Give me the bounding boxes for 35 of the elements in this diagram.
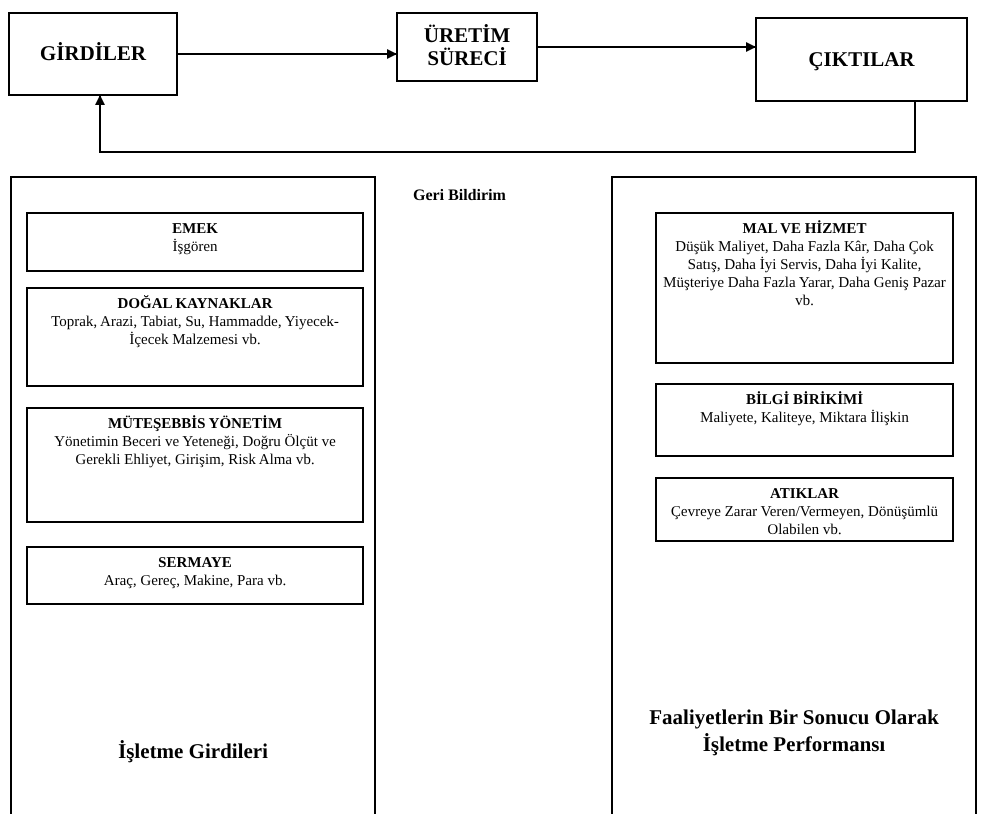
category-box — [26, 287, 364, 387]
category-description: Toprak, Arazi, Tabiat, Su, Hammadde, Yiyecek-İçecek Malzemesi vb. — [50, 313, 340, 349]
category-heading: DOĞAL KAYNAKLAR — [116, 295, 274, 313]
category-description: İşgören — [172, 238, 218, 256]
arrow — [538, 42, 756, 52]
category-heading: EMEK — [171, 220, 219, 238]
process-box — [755, 17, 968, 102]
category-description: Araç, Gereç, Makine, Para vb. — [102, 572, 288, 590]
category-description: Düşük Maliyet, Daha Fazla Kâr, Daha Çok Satış, Daha İyi Servis, Daha İyi Kalite, Müşteriye Daha Fazla Yarar, Daha Geniş Pazar vb. — [663, 238, 946, 310]
category-box — [26, 212, 364, 272]
category-box — [26, 407, 364, 523]
process-box — [396, 12, 538, 82]
category-heading: BİLGİ BİRİKİMİ — [744, 391, 864, 409]
category-heading: MAL VE HİZMET — [742, 220, 868, 238]
category-description: Yönetimin Beceri ve Yeteneği, Doğru Ölçüt ve Gerekli Ehliyet, Girişim, Risk Alma vb. — [53, 433, 337, 469]
box-label: GİRDİLER — [40, 42, 146, 66]
panel-title: Faaliyetlerin Bir Sonucu Olarak İşletme Performansı — [648, 704, 940, 758]
category-heading: SERMAYE — [157, 554, 233, 572]
feedback-label: Geri Bildirim — [413, 187, 506, 205]
feedback-arrow — [95, 95, 916, 153]
arrow — [178, 49, 397, 59]
group-panel — [10, 176, 376, 814]
category-heading: ATIKLAR — [769, 485, 840, 503]
panel-title: İşletme Girdileri — [117, 738, 269, 765]
box-label: ÜRETİM SÜRECİ — [422, 24, 512, 70]
category-box — [26, 546, 364, 605]
category-box — [655, 212, 954, 364]
category-heading: MÜTEŞEBBİS YÖNETİM — [106, 415, 284, 433]
box-label: ÇIKTILAR — [808, 48, 915, 72]
category-box — [655, 383, 954, 457]
process-box — [8, 12, 178, 96]
category-box — [655, 477, 954, 542]
category-description: Maliyete, Kaliteye, Miktara İlişkin — [699, 409, 910, 427]
category-description: Çevreye Zarar Veren/Vermeyen, Dönüşümlü Olabilen vb. — [670, 503, 940, 539]
group-panel — [611, 176, 977, 814]
